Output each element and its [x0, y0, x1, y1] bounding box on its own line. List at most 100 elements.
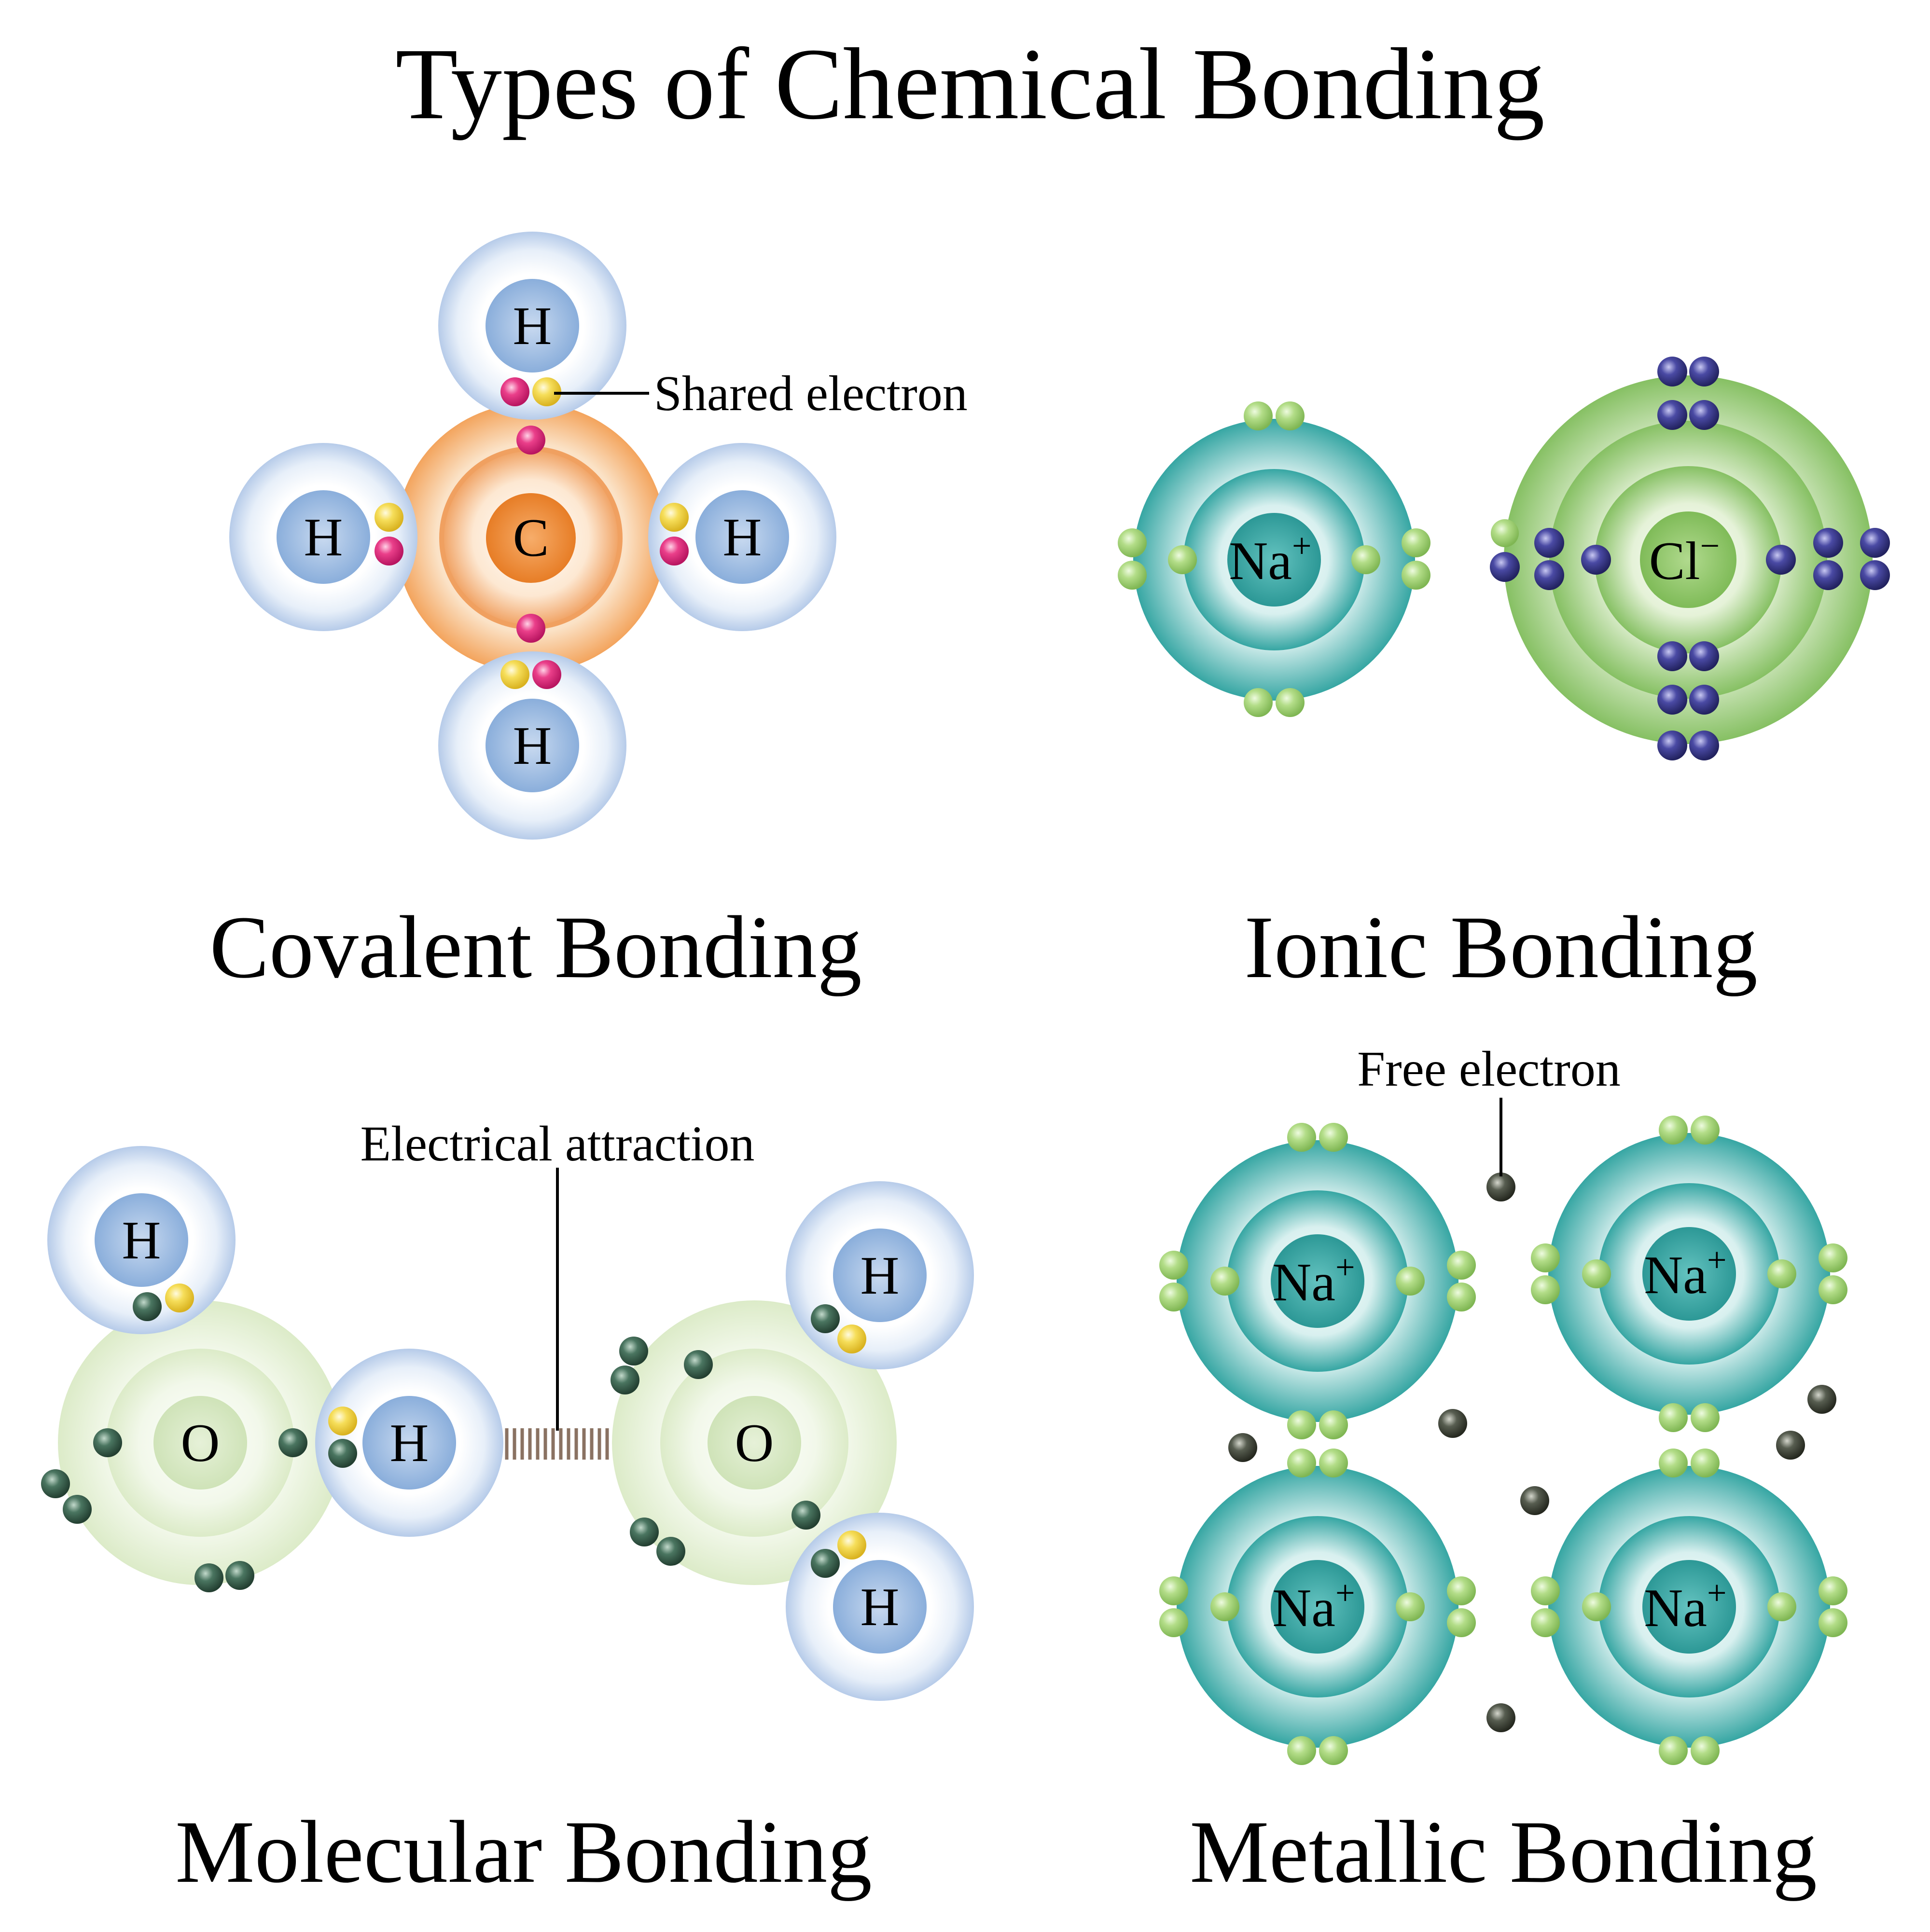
sodium-ion-2: Na+ [1548, 1133, 1830, 1415]
hydrogen-electron [837, 1325, 866, 1353]
hydrogen-symbol-bridge: H [390, 1413, 429, 1473]
sodium-charge: + [1707, 1241, 1727, 1279]
carbon-symbol: C [513, 508, 549, 568]
shared-electron [375, 503, 403, 532]
free-electron [1776, 1431, 1805, 1460]
oxygen-electron [328, 1439, 357, 1468]
sodium-electron [1582, 1259, 1611, 1288]
hydrogen-symbol-top: H [513, 296, 552, 356]
hydrogen-symbol-upper-right: H [861, 1246, 900, 1306]
sodium-nucleus [1271, 1560, 1364, 1654]
sodium-charge: + [1707, 1573, 1727, 1612]
oxygen-electron [619, 1337, 648, 1366]
sodium-electron [1159, 1608, 1188, 1637]
hydrogen-symbol-lower-right: H [861, 1577, 900, 1637]
sodium-electron [1402, 561, 1430, 590]
sodium-electron [1287, 1449, 1316, 1477]
sodium-electron [1287, 1123, 1316, 1152]
chlorine-ion-symbol: Cl− [1649, 526, 1720, 591]
sodium-electron [1168, 545, 1197, 574]
oxygen-electron [811, 1304, 840, 1333]
oxygen-electron [63, 1495, 92, 1524]
carbon-electron [532, 660, 561, 689]
chlorine-electron [1860, 560, 1890, 590]
sodium-electron [1447, 1576, 1476, 1605]
sodium-nucleus [1227, 513, 1321, 607]
hydrogen-symbol-upper-left: H [122, 1211, 161, 1270]
chlorine-electron [1813, 528, 1843, 558]
electrical-attraction-bond [505, 1428, 609, 1460]
chlorine-electron [1813, 560, 1843, 590]
chlorine-electron [1657, 357, 1687, 386]
free-electron [1438, 1409, 1467, 1438]
sodium-electron [1118, 561, 1147, 590]
free-electron [1807, 1385, 1836, 1414]
sodium-electron [1351, 545, 1380, 574]
hydrogen-electron [328, 1407, 357, 1435]
oxygen-electron [656, 1537, 685, 1566]
sodium-ion-symbol: Na+ [1644, 1241, 1726, 1305]
hydrogen-nucleus-lower-right [833, 1560, 927, 1654]
sodium-electron [1691, 1116, 1720, 1145]
shared-electron-label: Shared electron [654, 366, 968, 421]
chlorine-electron [1657, 400, 1687, 430]
carbon-electron [516, 426, 545, 455]
sodium-electron [1402, 528, 1430, 557]
metallic-bonding-label: Metallic Bonding [1190, 1803, 1817, 1902]
molecular-bonding-label: Molecular Bonding [175, 1803, 872, 1902]
covalent-diagram: C H H H H Shared electron [229, 232, 968, 840]
electrical-attraction-label: Electrical attraction [360, 1116, 754, 1172]
free-electron [1486, 1703, 1515, 1732]
carbon-electron [375, 537, 403, 566]
sodium-electron [1396, 1267, 1425, 1296]
sodium-charge: + [1335, 1573, 1355, 1612]
main-title: Types of Chemical Bonding [395, 27, 1545, 140]
oxygen-electron [225, 1561, 254, 1590]
sodium-electron [1691, 1449, 1720, 1477]
free-electron [1520, 1486, 1549, 1515]
hydrogen-nucleus-right [695, 490, 789, 584]
chlorine-electron [1860, 528, 1890, 558]
hydrogen-symbol-right: H [723, 508, 762, 567]
ionic-diagram: Na+ Cl− [1118, 357, 1890, 760]
sodium-ion-symbol: Na+ [1272, 1248, 1355, 1312]
carbon-electron [516, 614, 545, 643]
hydrogen-electron [165, 1283, 194, 1312]
sodium-nucleus [1271, 1234, 1364, 1328]
hydrogen-electron [837, 1531, 866, 1559]
sodium-electron [1659, 1116, 1688, 1145]
sodium-electron [1159, 1576, 1188, 1605]
hydrogen-symbol-bottom: H [513, 716, 552, 776]
sodium-electron [1659, 1403, 1688, 1432]
oxygen-left-nucleus [153, 1396, 247, 1490]
sodium-nucleus [1642, 1560, 1736, 1654]
hydrogen-nucleus-upper-right [833, 1228, 927, 1322]
chlorine-symbol: Cl [1649, 531, 1700, 591]
oxygen-electron [611, 1366, 639, 1394]
sodium-ion-1: Na+ [1177, 1140, 1458, 1422]
sodium-electron [1287, 1736, 1316, 1765]
sodium-electron [1287, 1410, 1316, 1439]
oxygen-right-symbol: O [735, 1413, 774, 1473]
oxygen-electron [630, 1518, 659, 1546]
sodium-symbol: Na [1229, 531, 1292, 591]
chlorine-electron [1689, 731, 1719, 760]
sodium-electron [1691, 1736, 1720, 1765]
oxygen-electron [133, 1292, 162, 1321]
sodium-electron [1531, 1243, 1560, 1272]
shared-electron [660, 503, 689, 532]
sodium-electron [1159, 1283, 1188, 1311]
sodium-electron [1531, 1608, 1560, 1637]
sodium-electron [1691, 1403, 1720, 1432]
sodium-electron [1582, 1592, 1611, 1621]
oxygen-right-nucleus [708, 1396, 801, 1490]
sodium-electron [1447, 1608, 1476, 1637]
shared-electron [532, 377, 561, 406]
chlorine-electron [1689, 641, 1719, 671]
chlorine-electron [1657, 731, 1687, 760]
sodium-ion-3: Na+ [1177, 1466, 1458, 1748]
sodium-electron [1118, 528, 1147, 557]
sodium-symbol: Na [1644, 1578, 1707, 1638]
hydrogen-nucleus-left [277, 490, 370, 584]
